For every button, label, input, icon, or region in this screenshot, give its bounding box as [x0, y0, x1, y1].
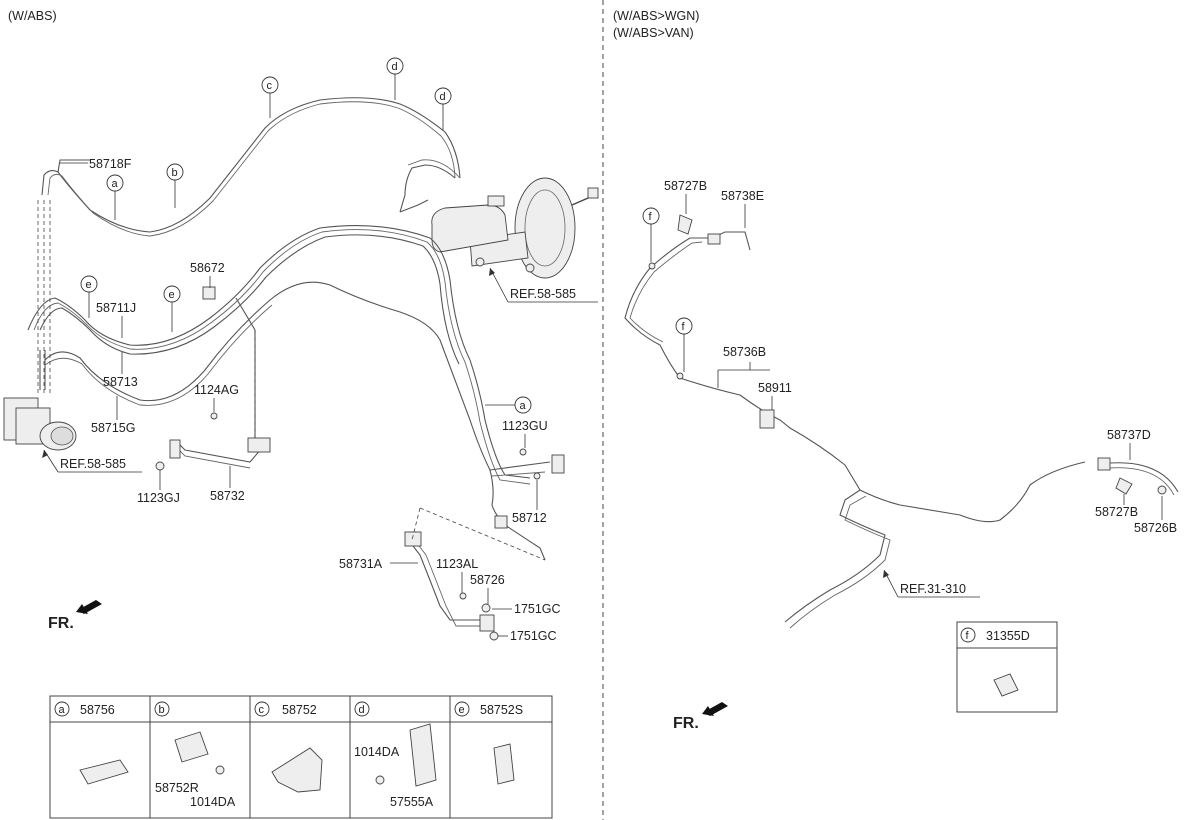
callout-a-2: a [485, 396, 532, 414]
label-58711J: 58711J [96, 301, 136, 315]
svg-text:FR.: FR. [48, 615, 74, 632]
callout-e-2: e [163, 285, 181, 332]
label-1751GC-b: 1751GC [510, 629, 557, 643]
legend-cell-c: c 58752 [254, 701, 323, 793]
hose-58732 [155, 412, 271, 471]
svg-text:FR.: FR. [673, 715, 699, 732]
svg-text:e: e [169, 289, 175, 301]
svg-text:f: f [682, 321, 686, 333]
rear-brake-line [624, 214, 1179, 629]
svg-text:a: a [112, 178, 119, 190]
label-58712: 58712 [512, 511, 547, 525]
svg-text:d: d [392, 61, 398, 73]
front-arrow-icon: FR. [48, 600, 102, 632]
svg-text:b: b [172, 167, 178, 179]
brake-line-middle [27, 225, 531, 485]
legend-cell-e: e 58752S [454, 701, 523, 785]
label-ref58585-left: REF.58-585 [60, 457, 126, 471]
bracket-58712 [489, 448, 565, 480]
legend-cell-a: a 58756 [54, 701, 129, 785]
svg-text:f: f [966, 630, 970, 642]
callout-d-2: d [434, 87, 452, 130]
label-1123GJ: 1123GJ [137, 491, 180, 505]
label-58737D: 58737D [1107, 428, 1151, 442]
master-cylinder [431, 195, 529, 267]
svg-text:57555A: 57555A [390, 795, 434, 809]
svg-text:31355D: 31355D [986, 629, 1030, 643]
callout-f-2: f [675, 317, 693, 372]
label-ref31310: REF.31-310 [900, 582, 966, 596]
label-58911: 58911 [758, 381, 792, 395]
label-58672: 58672 [190, 261, 225, 275]
svg-text:58752R: 58752R [155, 781, 199, 795]
legend-table: a 58756 b 58752R 1014DA c 58752 d 1014DA… [49, 695, 553, 819]
callout-e-1: e [80, 275, 98, 318]
label-58718F: 58718F [89, 157, 132, 171]
svg-text:58752S: 58752S [480, 703, 523, 717]
svg-text:d: d [440, 91, 446, 103]
label-58726B: 58726B [1134, 521, 1177, 535]
label-1751GC-a: 1751GC [514, 602, 561, 616]
clip-58672 [202, 286, 216, 300]
svg-text:c: c [259, 704, 265, 716]
hose-58731A [404, 507, 546, 641]
svg-text:1014DA: 1014DA [190, 795, 236, 809]
svg-text:58756: 58756 [80, 703, 115, 717]
label-58726: 58726 [470, 573, 505, 587]
svg-text:e: e [459, 704, 465, 716]
svg-text:d: d [359, 704, 365, 716]
callout-b: b [166, 163, 184, 208]
callout-d-1: d [386, 57, 404, 100]
callout-f-1: f [642, 207, 660, 262]
label-58727B-bottom: 58727B [1095, 505, 1138, 519]
label-ref58585-top: REF.58-585 [510, 287, 576, 301]
svg-text:58752: 58752 [282, 703, 317, 717]
svg-text:b: b [159, 704, 165, 716]
right-header-2: (W/ABS>VAN) [613, 26, 694, 40]
label-58713: 58713 [103, 375, 138, 389]
callout-c: c [261, 76, 279, 118]
brake-line-upper [41, 97, 461, 237]
label-1124AG: 1124AG [194, 383, 239, 397]
left-header: (W/ABS) [8, 9, 57, 23]
label-58731A: 58731A [339, 557, 383, 571]
brake-booster [514, 177, 599, 279]
label-1123AL: 1123AL [436, 557, 478, 571]
svg-text:a: a [520, 400, 527, 412]
label-1123GU: 1123GU [502, 419, 548, 433]
label-58736B: 58736B [723, 345, 766, 359]
svg-text:1014DA: 1014DA [354, 745, 400, 759]
legend-cell-d: d 1014DA 57555A [354, 701, 437, 809]
label-58715G: 58715G [91, 421, 135, 435]
callout-a-1: a [106, 174, 124, 220]
label-58732: 58732 [210, 489, 245, 503]
svg-text:a: a [59, 704, 66, 716]
legend-cell-b: b 58752R 1014DA [154, 701, 236, 809]
label-58738E: 58738E [721, 189, 764, 203]
right-header-1: (W/ABS>WGN) [613, 9, 699, 23]
label-58727B-top: 58727B [664, 179, 707, 193]
svg-text:e: e [86, 279, 92, 291]
abs-unit [3, 397, 77, 451]
svg-text:c: c [267, 80, 273, 92]
svg-text:f: f [649, 211, 653, 223]
legend-box-f: f 31355D [956, 621, 1058, 713]
front-arrow-right-icon: FR. [673, 702, 728, 732]
